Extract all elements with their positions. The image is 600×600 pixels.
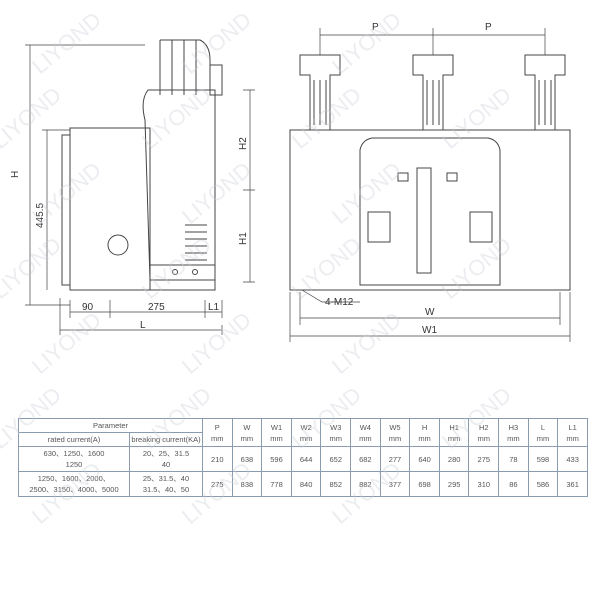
dim-H1: H1 (238, 232, 249, 245)
table-row: 1250、1600、2000、2500、3150、4000、5000 25、31… (18, 471, 588, 497)
front-view: P P 4-M12 W W1 (289, 22, 571, 342)
cell: 275 (468, 446, 500, 472)
dimension-lines-p (319, 28, 546, 55)
cell: 682 (350, 446, 381, 472)
cell: 852 (320, 471, 352, 497)
cell: 838 (231, 471, 263, 497)
chassis (150, 264, 216, 291)
front-frame (289, 129, 571, 291)
dim-W1: W1 (422, 325, 437, 336)
dim-P-left: P (372, 22, 379, 33)
dim-275: 275 (148, 302, 165, 313)
dim-P-right: P (485, 22, 492, 33)
cell: 586 (527, 471, 559, 497)
cell: 644 (290, 446, 322, 472)
bolt-label: 4-M12 (325, 297, 354, 308)
dimension-lines-h1-h2 (243, 89, 255, 283)
cell: 840 (290, 471, 322, 497)
dimension-lines-bottom (59, 298, 223, 335)
dim-H2: H2 (238, 137, 249, 150)
rated-current-cell: 1250、1600、2000、2500、3150、4000、5000 (18, 471, 130, 497)
parameter-header: Parameter (18, 418, 203, 433)
cell: 295 (438, 471, 470, 497)
cell: 280 (438, 446, 470, 472)
dim-W: W (425, 307, 435, 318)
dimension-drawing: H 445.5 H2 H1 90 275 L1 L P P 4-M12 W W1 (10, 22, 571, 342)
table-subheader-row: rated current(A) breaking current(KA) (18, 432, 588, 447)
dim-L1: L1 (208, 302, 220, 313)
front-cover (359, 137, 501, 286)
dim-445-5: 445.5 (35, 203, 46, 228)
cell: 433 (557, 446, 588, 472)
spring-coil (185, 224, 207, 261)
button-close (397, 172, 409, 182)
side-contact (209, 64, 223, 96)
cell: 882 (350, 471, 381, 497)
contact-fins (159, 39, 211, 95)
insulating-column (142, 89, 216, 281)
dimension-lines-w (289, 292, 571, 342)
cell: 275 (202, 471, 233, 497)
cell: 652 (320, 446, 352, 472)
bolt-icon (192, 269, 198, 275)
dim-90: 90 (82, 302, 94, 313)
side-hole (107, 234, 129, 256)
side-view: H 445.5 H2 H1 90 275 L1 L (10, 39, 255, 335)
side-front-plate (61, 134, 71, 286)
window-right (469, 211, 493, 243)
cell: 277 (379, 446, 411, 472)
cell: 596 (261, 446, 292, 472)
cell: 310 (468, 471, 500, 497)
bolt-icon (172, 269, 178, 275)
breaking-current-header: breaking current(KA) (129, 432, 203, 447)
cell: 210 (202, 446, 233, 472)
cell: 361 (557, 471, 588, 497)
contact-arms (299, 54, 566, 131)
window-left (367, 211, 391, 243)
cell: 778 (261, 471, 292, 497)
cell: 86 (498, 471, 529, 497)
dim-L: L (140, 320, 146, 331)
cell: 78 (498, 446, 529, 472)
bolt-leader-line (301, 289, 360, 303)
cell: 598 (527, 446, 559, 472)
cell: 698 (409, 471, 440, 497)
button-open (446, 172, 458, 182)
cell: 638 (231, 446, 263, 472)
rated-current-header: rated current(A) (18, 432, 130, 447)
side-frame (69, 127, 151, 291)
cell: 377 (379, 471, 411, 497)
cell: 640 (409, 446, 440, 472)
dim-H: H (10, 171, 21, 178)
indicator-slot (416, 167, 432, 274)
dimension-lines-vertical (25, 44, 145, 306)
